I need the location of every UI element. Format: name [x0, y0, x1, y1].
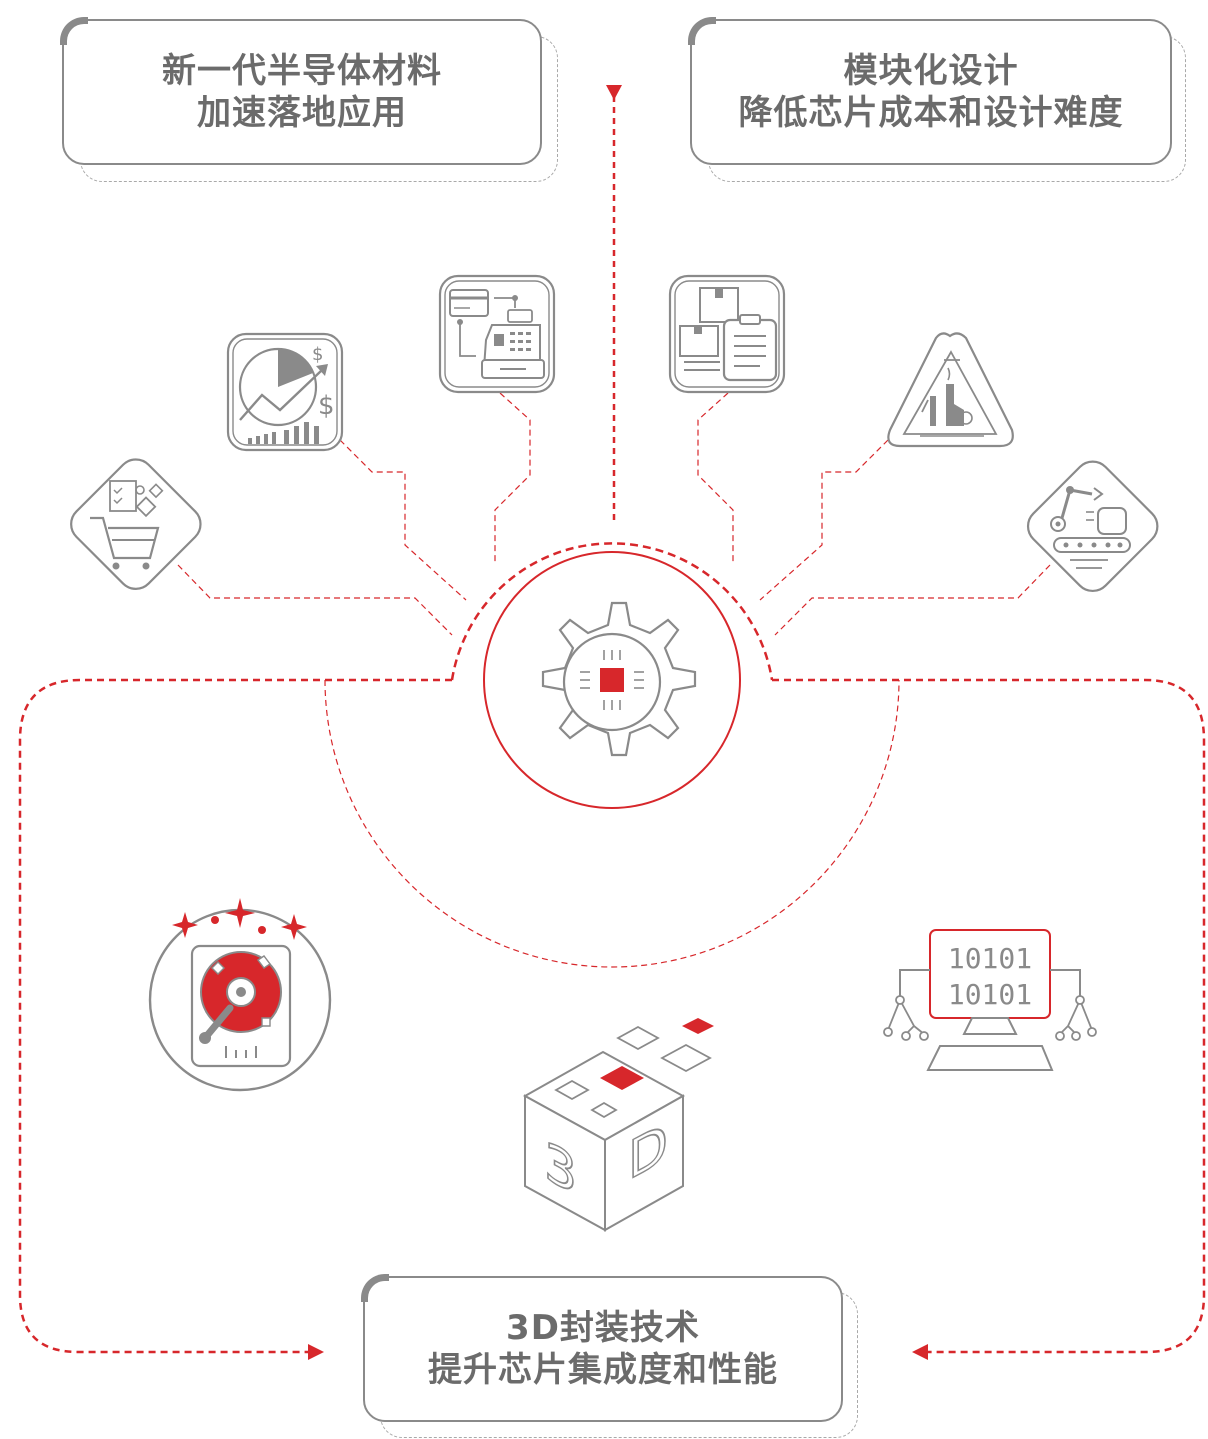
shopping-cart-icon: [70, 458, 202, 590]
top-left-card: 新一代半导体材料 加速落地应用: [62, 19, 542, 165]
bottom-card-line2: 提升芯片集成度和性能: [428, 1350, 778, 1390]
monitor-row2: 10101: [948, 978, 1032, 1011]
top-left-card-line1: 新一代半导体材料: [162, 50, 442, 91]
financial-chart-icon: $ $: [226, 332, 344, 452]
top-left-card-notch: [60, 17, 88, 45]
svg-text:$: $: [312, 344, 323, 365]
top-right-card-line2: 降低芯片成本和设计难度: [738, 93, 1124, 133]
center-outer-arc: [450, 542, 774, 681]
hard-disk-icon: [148, 898, 332, 1092]
payment-register-icon: [438, 274, 556, 394]
left-loop-arrowhead: [308, 1344, 324, 1360]
logistics-connector: [697, 392, 734, 565]
icon-connectors: [177, 392, 1051, 636]
bottom-card-notch: [361, 1274, 389, 1302]
industry-connector: [759, 439, 889, 601]
gear-chip-icon: [483, 551, 741, 809]
top-right-card-line1: 模块化设计: [843, 50, 1019, 91]
left-loop-connector: [18, 678, 452, 1354]
svg-text:$: $: [318, 391, 335, 421]
top-right-card-notch: [688, 17, 716, 45]
monitor-row1: 10101: [948, 942, 1032, 975]
bottom-card: 3D封装技术 提升芯片集成度和性能: [363, 1276, 843, 1422]
cart-connector: [177, 564, 453, 636]
center-up-arrowhead: [606, 85, 622, 100]
industry-warning-icon: [887, 332, 1014, 448]
top-right-card: 模块化设计 降低芯片成本和设计难度: [690, 19, 1172, 165]
3d-cube-icon: 3 D: [522, 1018, 714, 1232]
top-left-card-line2: 加速落地应用: [197, 93, 407, 133]
binary-monitor-icon: 10101 10101: [883, 929, 1097, 1071]
register-connector: [494, 392, 531, 565]
logistics-clipboard-icon: [668, 274, 786, 394]
bottom-card-line1: 3D封装技术: [506, 1307, 700, 1348]
robot-conveyor-icon: [1026, 460, 1159, 593]
robot-connector: [774, 564, 1051, 636]
right-loop-connector: [772, 678, 1206, 1354]
finance-connector: [339, 439, 467, 601]
right-loop-arrowhead: [912, 1344, 928, 1360]
lower-thin-arc: [324, 679, 900, 968]
